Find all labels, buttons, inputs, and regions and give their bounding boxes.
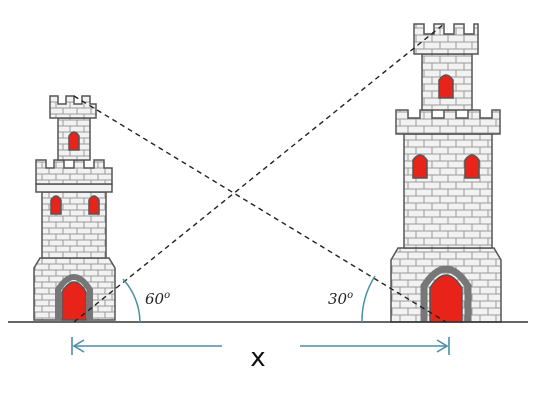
angle-arc-right — [361, 275, 376, 323]
sight-line-left-top-to-right-base — [73, 95, 447, 323]
distance-label: x — [250, 343, 265, 373]
sight-line-left-base-to-right-top — [73, 23, 445, 323]
left-tower — [33, 95, 116, 321]
left-angle-label: 60o — [145, 290, 170, 308]
distance-arrow — [71, 337, 450, 355]
right-tower — [390, 23, 502, 323]
angle-arc-left — [122, 278, 141, 323]
right-angle-label: 30o — [328, 290, 353, 308]
